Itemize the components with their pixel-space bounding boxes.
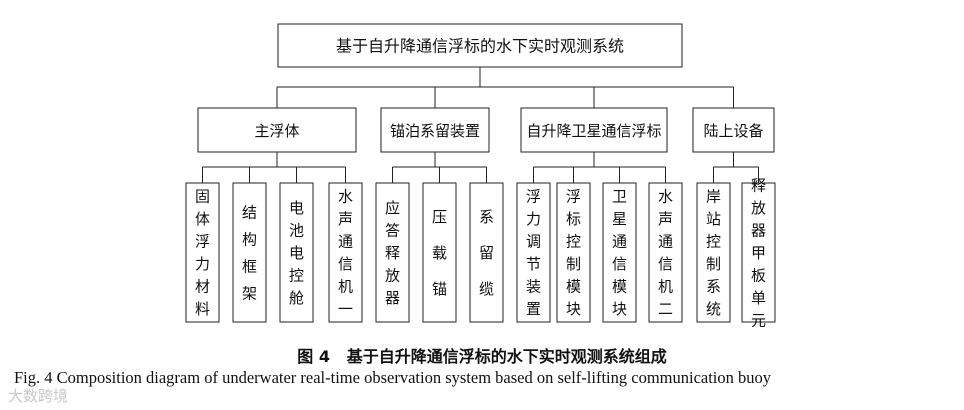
- root-box: [277, 23, 683, 68]
- figure-caption-chinese: 图 4 基于自升降通信浮标的水下实时观测系统组成: [0, 343, 964, 367]
- child-box-2-2: [422, 182, 457, 323]
- child-box-1-4: [328, 182, 363, 323]
- branch-label-3: 自升降卫星通信浮标: [526, 122, 661, 140]
- root-label: 基于自升降通信浮标的水下实时观测系统: [336, 37, 624, 56]
- child-label-4-2: 释放器甲板单元: [751, 176, 766, 329]
- child-box-1-3: [279, 182, 314, 323]
- caption-figure-title: 基于自升降通信浮标的水下实时观测系统组成: [346, 347, 667, 366]
- child-label-3-3: 卫星通信模块: [612, 188, 627, 319]
- branch-label-1: 主浮体: [254, 122, 299, 140]
- child-box-2-3: [469, 182, 504, 323]
- child-box-3-3: [602, 182, 637, 323]
- caption-figure-number: 图 4: [297, 347, 330, 366]
- child-label-2-2: 压载锚: [432, 208, 447, 298]
- watermark-text: 大数跨境: [8, 387, 69, 405]
- child-label-2-1: 应答释放器: [385, 199, 400, 307]
- child-label-1-4: 水声通信机一: [338, 188, 353, 319]
- child-box-3-1: [516, 182, 551, 323]
- branch-box-1: [197, 107, 357, 153]
- child-label-2-3: 系留缆: [479, 208, 494, 298]
- child-box-2-1: [375, 182, 410, 323]
- branch-label-2: 锚泊系留装置: [390, 122, 480, 140]
- child-label-4-1: 岸站控制系统: [706, 188, 721, 319]
- child-label-1-3: 电池电控舱: [289, 199, 304, 307]
- child-label-3-1: 浮力调节装置: [526, 188, 541, 319]
- child-label-3-4: 水声通信机二: [658, 188, 673, 319]
- child-box-4-1: [696, 182, 731, 323]
- branch-box-4: [692, 107, 775, 153]
- child-box-3-4: [648, 182, 683, 323]
- child-box-1-1: [185, 182, 220, 323]
- branch-box-3: [520, 107, 668, 153]
- branch-box-2: [380, 107, 490, 153]
- branch-label-4: 陆上设备: [703, 122, 763, 140]
- child-box-4-2: [741, 182, 776, 323]
- child-box-1-2: [232, 182, 267, 323]
- child-label-3-2: 浮标控制模块: [566, 188, 581, 319]
- figure-caption-english: Fig. 4 Composition diagram of underwater…: [14, 368, 772, 387]
- child-box-3-2: [556, 182, 591, 323]
- child-label-1-2: 结构框架: [242, 203, 257, 302]
- child-label-1-1: 固体浮力材料: [195, 188, 210, 319]
